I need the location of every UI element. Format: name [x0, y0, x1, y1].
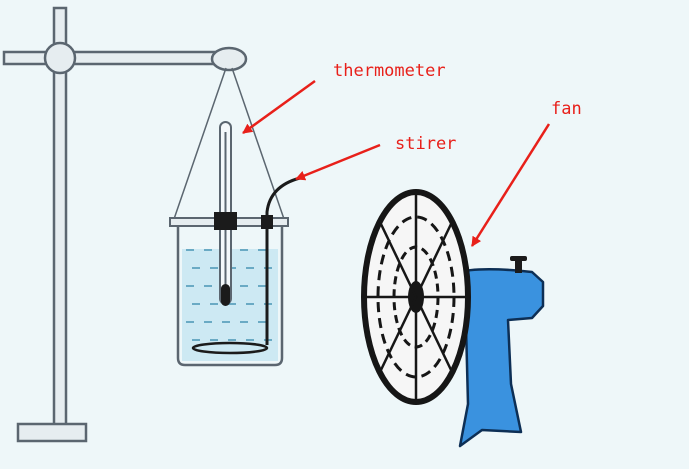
clamp-arm	[2, 50, 238, 66]
thermometer-arrow	[242, 79, 316, 135]
label-arrows	[242, 79, 551, 247]
fan-arrow	[470, 123, 551, 247]
stirrer-collar	[261, 215, 273, 229]
stirer-arrow	[295, 143, 381, 181]
stirrer-wire	[265, 176, 301, 345]
boss-head	[43, 41, 77, 75]
water-surface-lines	[186, 249, 276, 341]
fan	[361, 189, 545, 448]
fan-body	[454, 267, 545, 448]
clamp-ring	[210, 46, 248, 72]
thermometer	[214, 121, 237, 306]
thermometer-label: thermometer	[333, 61, 446, 81]
stirrer	[191, 176, 301, 355]
thermometer-stopper	[214, 212, 237, 230]
beaker-body	[176, 222, 284, 367]
fan-knob	[515, 256, 522, 273]
stirer-label: stirer	[395, 134, 457, 154]
fan-label: fan	[551, 99, 582, 119]
stand-base	[16, 422, 88, 443]
fan-guard-spokes	[365, 193, 467, 401]
retort-stand	[2, 6, 248, 443]
thermometer-bulb	[221, 284, 230, 306]
fan-knob-cap	[510, 256, 527, 261]
stirrer-loop	[191, 341, 269, 355]
